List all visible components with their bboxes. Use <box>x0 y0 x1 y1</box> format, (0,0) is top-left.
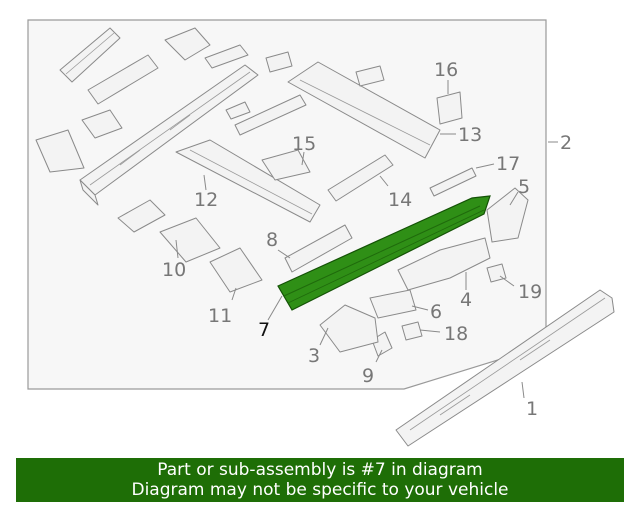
banner-line-1: Part or sub-assembly is #7 in diagram <box>157 460 483 480</box>
bracket-11 <box>209 247 263 293</box>
callout-10: 10 <box>162 259 186 281</box>
bracket-5 <box>486 187 529 243</box>
callout-11: 11 <box>208 305 232 327</box>
callout-15: 15 <box>292 133 316 155</box>
bracket-top-left-1 <box>59 27 121 83</box>
side-sill-1 <box>395 289 615 447</box>
callout-3: 3 <box>308 345 320 367</box>
strip-17 <box>429 167 477 197</box>
callout-14: 14 <box>388 189 412 211</box>
clip-18 <box>401 321 423 341</box>
callout-4: 4 <box>460 289 472 311</box>
banner-line-2: Diagram may not be specific to your vehi… <box>131 480 509 500</box>
callouts: 1 2 3 4 5 6 7 8 9 10 11 12 13 14 15 16 1… <box>162 59 572 420</box>
floor-rail-left <box>79 64 259 206</box>
bracket-15 <box>261 149 311 181</box>
callout-5: 5 <box>518 176 530 198</box>
bracket-left-mid <box>35 109 123 173</box>
callout-7: 7 <box>258 319 270 341</box>
crossmember-12 <box>175 139 321 223</box>
callout-1: 1 <box>526 398 538 420</box>
bracket-3 <box>319 304 379 353</box>
callout-12: 12 <box>194 189 218 211</box>
callout-16: 16 <box>434 59 458 81</box>
callout-17: 17 <box>496 153 520 175</box>
callout-2: 2 <box>560 132 572 154</box>
bracket-10 <box>117 199 221 263</box>
callout-9: 9 <box>362 365 374 387</box>
notice-banner: Part or sub-assembly is #7 in diagram Di… <box>16 458 624 502</box>
callout-19: 19 <box>518 281 542 303</box>
crossmember-13 <box>287 61 441 159</box>
bracket-8 <box>284 224 353 273</box>
callout-13: 13 <box>458 124 482 146</box>
callout-6: 6 <box>430 301 442 323</box>
bracket-16 <box>436 91 463 125</box>
bracket-misc-mid <box>225 51 385 136</box>
bracket-6 <box>369 289 417 319</box>
bracket-top-left-2 <box>87 27 249 105</box>
callout-8: 8 <box>266 229 278 251</box>
highlighted-part-7 <box>277 195 491 311</box>
leader-lines <box>175 80 558 399</box>
bracket-14 <box>327 154 394 202</box>
callout-18: 18 <box>444 323 468 345</box>
